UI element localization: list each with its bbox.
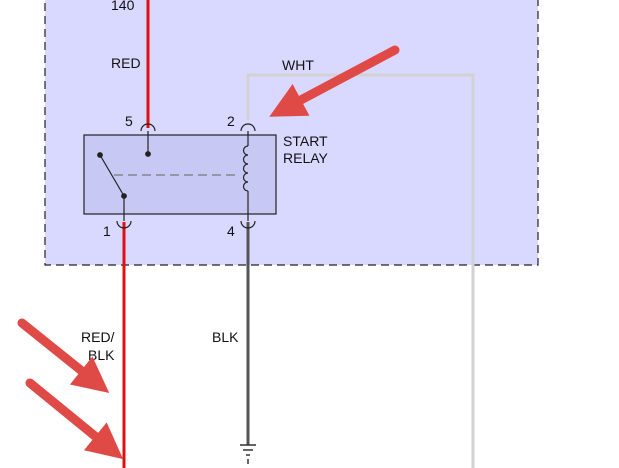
- relay-switch-icon: [97, 131, 151, 221]
- enclosure-box: [45, 0, 538, 265]
- annotation-arrow-icon-wht: [269, 45, 400, 117]
- relay-coil-icon: [242, 131, 249, 221]
- pin-1-label: 1: [103, 223, 111, 239]
- wht-wire: [246, 73, 475, 468]
- pin1-connector-icon: [116, 220, 132, 229]
- ground-icon: [240, 444, 256, 464]
- wht-wire-label: WHT: [282, 57, 314, 73]
- relay-name-line2: RELAY: [283, 150, 329, 166]
- red-blk-label-line1: RED/: [81, 329, 115, 345]
- blk-wire-label: BLK: [212, 329, 239, 345]
- enclosure-dashed-border: [44, 0, 539, 266]
- pin4-connector-icon: [240, 220, 256, 229]
- pin2-connector-icon: [240, 123, 256, 132]
- relay-name-line1: START: [283, 133, 328, 149]
- pin-2-label: 2: [227, 113, 235, 129]
- annotation-arrow-icon-red-blk-lower: [25, 378, 124, 460]
- annotation-arrow-icon-red-blk: [17, 318, 110, 394]
- pin5-connector-icon: [140, 123, 156, 132]
- red-wire-label: RED: [111, 55, 141, 71]
- pin-5-label: 5: [125, 113, 133, 129]
- wire-number-140: 140: [111, 0, 135, 13]
- red-blk-label-line2: BLK: [88, 347, 115, 363]
- pin-4-label: 4: [227, 223, 235, 239]
- start-relay-body: [83, 134, 277, 215]
